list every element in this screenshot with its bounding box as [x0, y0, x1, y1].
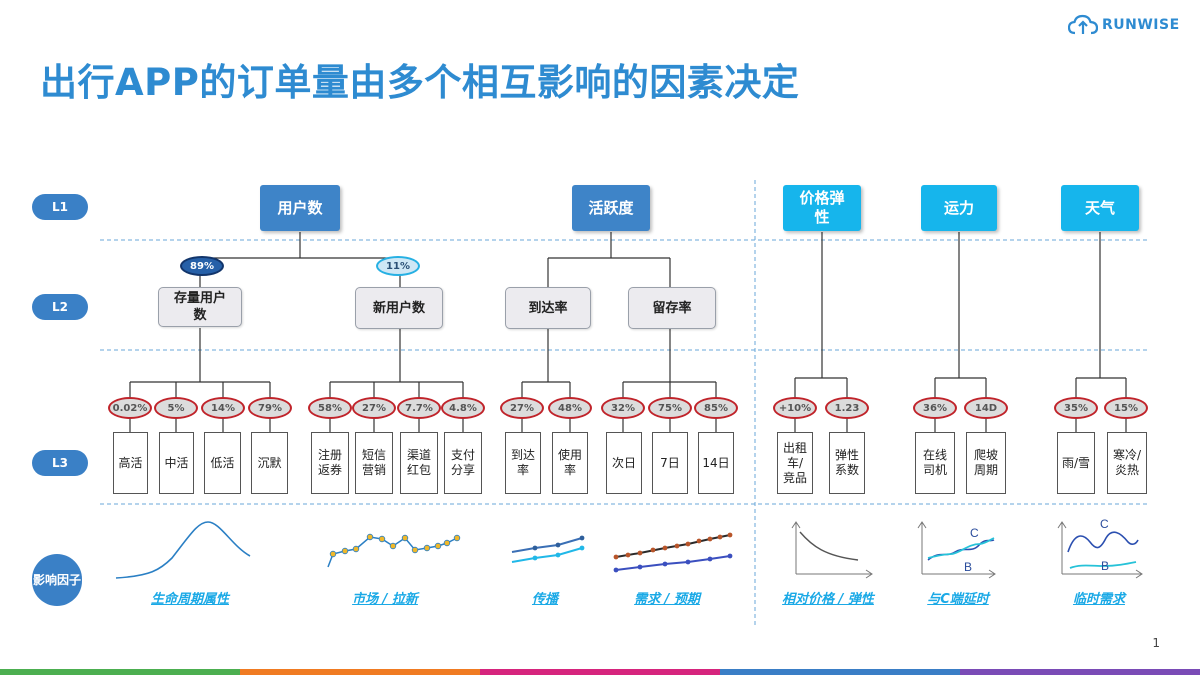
l3-pct: 32%	[601, 397, 645, 419]
weather-c-label: C	[1100, 517, 1109, 531]
l3-label: 到达率	[505, 432, 541, 494]
l3-pct: 0.02%	[108, 397, 152, 419]
l3-pct: 58%	[308, 397, 352, 419]
l3-label: 中活	[159, 432, 194, 494]
l3-pct: 5%	[154, 397, 198, 419]
l3-pct: 79%	[248, 397, 292, 419]
factor-label: 与C端延时	[927, 592, 989, 607]
l1-capacity: 运力	[921, 185, 997, 231]
logo-text: RUNWISE	[1102, 17, 1180, 33]
l3-pct: 4.8%	[441, 397, 485, 419]
l1-users: 用户数	[260, 185, 340, 231]
factor-label: 相对价格 / 弹性	[782, 592, 874, 607]
footer-stripe	[0, 669, 240, 675]
l3-label: 7日	[652, 432, 688, 494]
l3-pct: 85%	[694, 397, 738, 419]
l3-label: 寒冷/炎热	[1107, 432, 1147, 494]
l3-label: 爬坡周期	[966, 432, 1006, 494]
cloud-logo-icon	[1068, 14, 1098, 35]
footer-stripe	[240, 669, 480, 675]
influence-curves	[115, 521, 1143, 579]
l1-weather: 天气	[1061, 185, 1139, 231]
market-line	[327, 533, 461, 568]
elasticity-chart	[791, 521, 873, 579]
lifecycle-curve	[115, 521, 251, 579]
l3-pct: 1.23	[825, 397, 869, 419]
weather-b-label: B	[1101, 559, 1110, 573]
l3-label: 出租车/竞品	[777, 432, 813, 494]
l3-pct: 14%	[201, 397, 245, 419]
pct-existing-users: 89%	[180, 256, 224, 276]
factor-label: 需求 / 预期	[634, 592, 700, 607]
l3-label: 支付分享	[444, 432, 482, 494]
level-l3: L3	[32, 450, 88, 476]
l3-label: 雨/雪	[1057, 432, 1095, 494]
logo: RUNWISE	[1068, 13, 1180, 37]
l1-activity: 活跃度	[572, 185, 650, 231]
level-l2: L2	[32, 294, 88, 320]
l3-label: 沉默	[251, 432, 288, 494]
l2-arrival-rate: 到达率	[505, 287, 591, 329]
l3-pct: 15%	[1104, 397, 1148, 419]
l3-label: 高活	[113, 432, 148, 494]
l3-pct: +10%	[773, 397, 817, 419]
level-l1: L1	[32, 194, 88, 220]
capacity-chart	[917, 521, 996, 579]
page-title: 出行APP的订单量由多个相互影响的因素决定	[40, 61, 800, 104]
spread-lines	[511, 535, 585, 563]
level-influence: 影响因子	[32, 554, 82, 606]
factor-label: 生命周期属性	[150, 592, 229, 607]
capacity-c-label: C	[970, 526, 979, 540]
footer-stripe	[480, 669, 720, 675]
l3-label: 渠道红包	[400, 432, 438, 494]
l3-pct: 27%	[352, 397, 396, 419]
l3-label: 弹性系数	[829, 432, 865, 494]
l3-label: 短信营销	[355, 432, 393, 494]
l3-pct: 27%	[500, 397, 544, 419]
l3-pct: 7.7%	[397, 397, 441, 419]
demand-lines	[613, 532, 733, 573]
l3-label: 14日	[698, 432, 734, 494]
l3-label: 使用率	[552, 432, 588, 494]
l3-pct: 35%	[1054, 397, 1098, 419]
weather-chart	[1057, 521, 1143, 579]
factor-label: 市场 / 拉新	[352, 592, 418, 607]
l3-pct: 48%	[548, 397, 592, 419]
pct-new-users: 11%	[376, 256, 420, 276]
footer-stripe	[720, 669, 960, 675]
factor-label: 临时需求	[1072, 592, 1125, 607]
l3-label: 低活	[204, 432, 241, 494]
l3-pct: 75%	[648, 397, 692, 419]
l3-label: 注册返券	[311, 432, 349, 494]
l2-new-users: 新用户数	[355, 287, 443, 329]
footer-stripe	[960, 669, 1200, 675]
l2-existing-users: 存量用户数	[158, 287, 242, 327]
l1-price-elasticity: 价格弹性	[783, 185, 861, 231]
l2-retention-rate: 留存率	[628, 287, 716, 329]
capacity-b-label: B	[964, 560, 973, 574]
page-number: 1	[1152, 636, 1160, 650]
l3-label: 次日	[606, 432, 642, 494]
l3-label: 在线司机	[915, 432, 955, 494]
factor-label: 传播	[531, 592, 558, 607]
l3-pct: 14D	[964, 397, 1008, 419]
l3-pct: 36%	[913, 397, 957, 419]
